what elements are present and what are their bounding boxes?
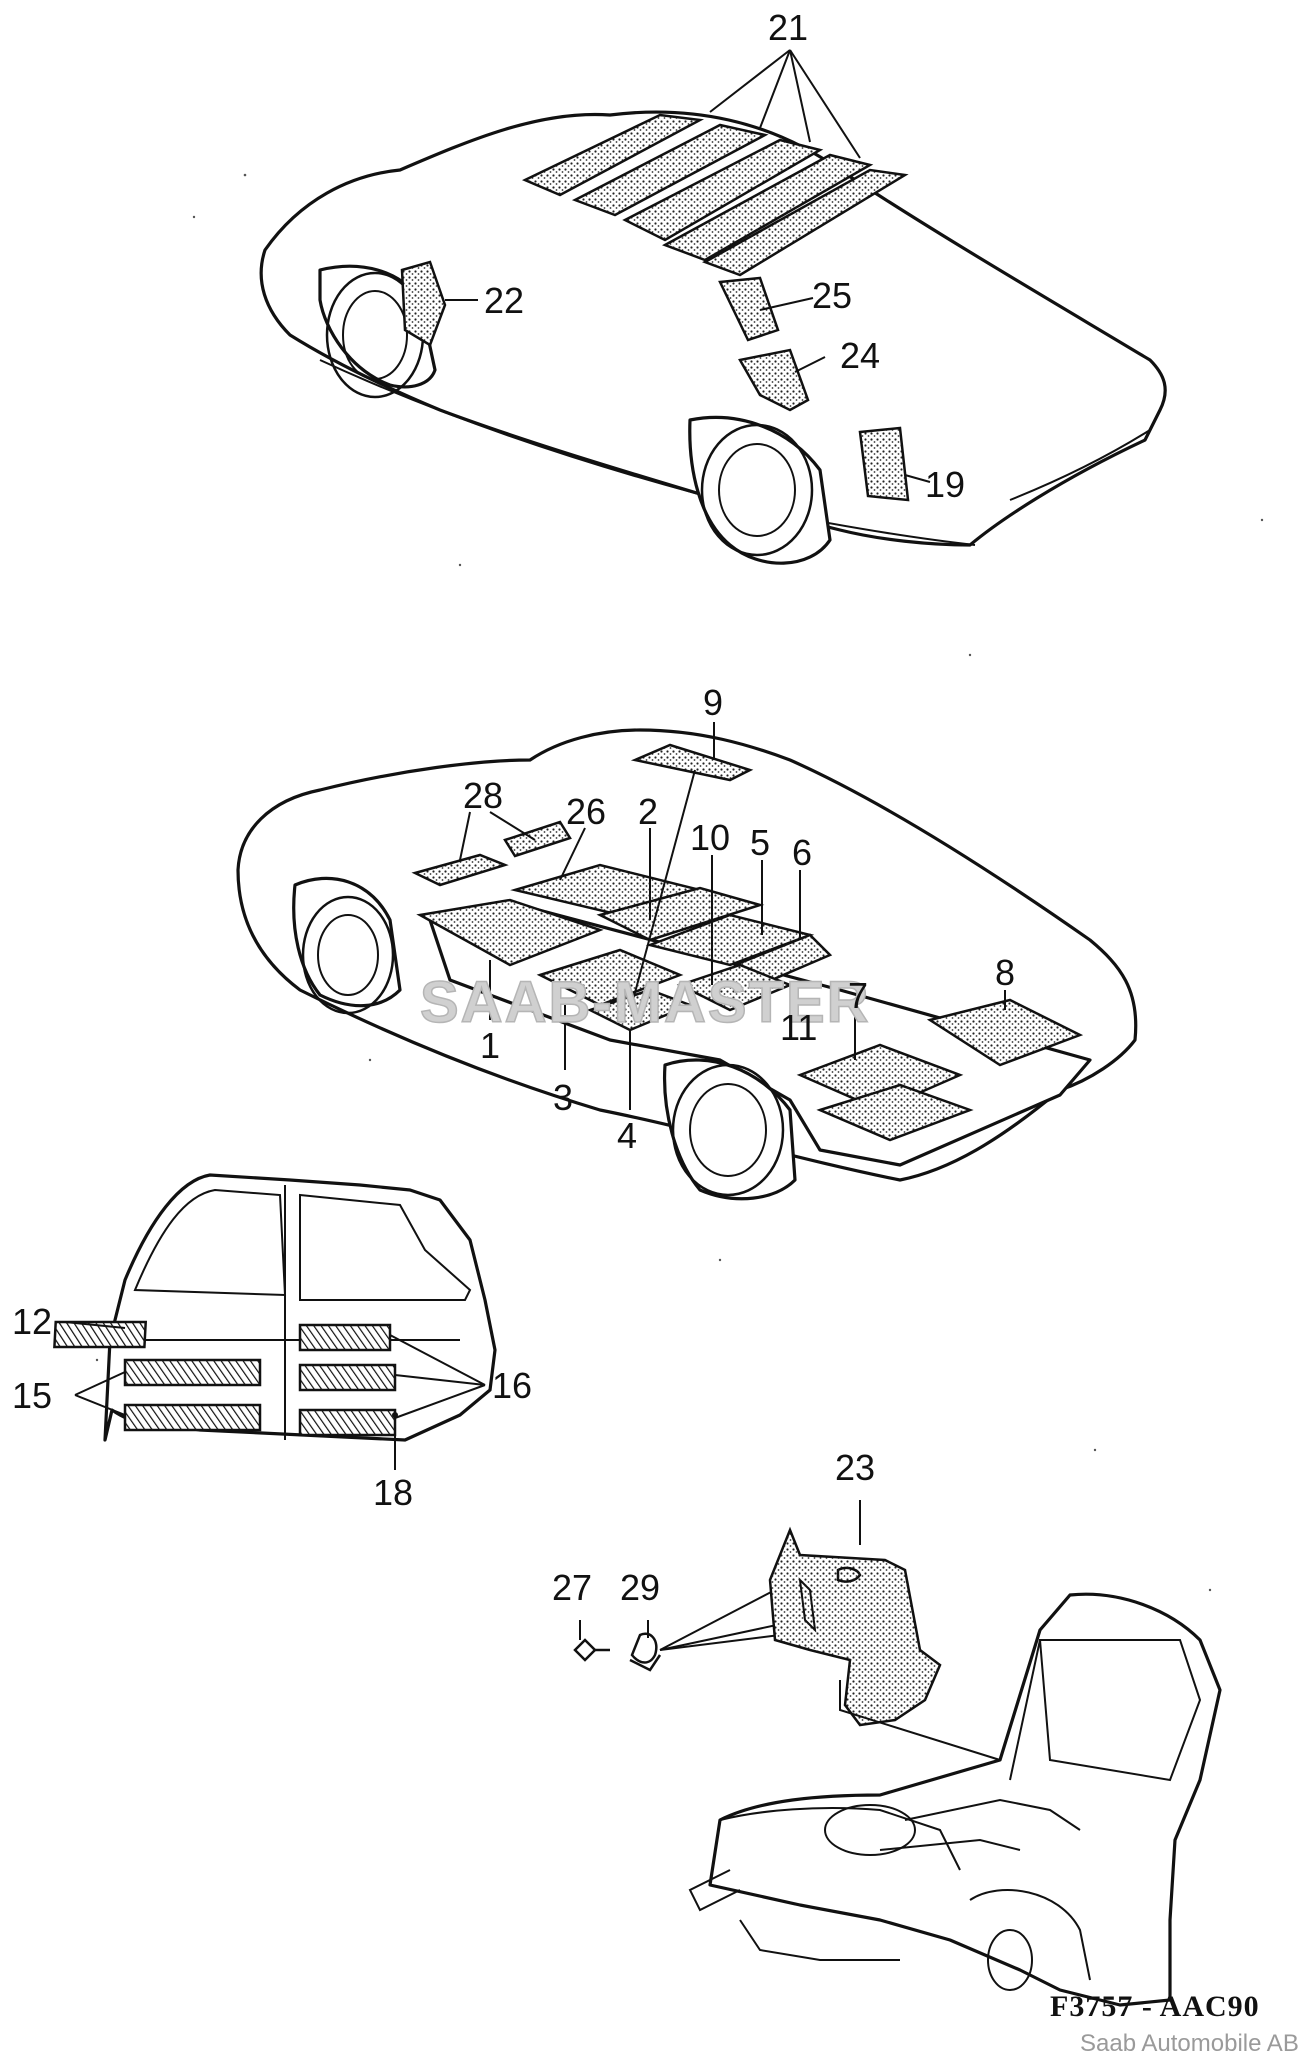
callout-9: 9	[703, 682, 723, 723]
leader-lines-doors	[64, 1321, 486, 1470]
callout-18: 18	[373, 1472, 413, 1513]
car-top-view-roof-pads	[259, 110, 1167, 565]
front-section-view	[688, 1500, 1222, 2007]
doors-view	[53, 1173, 497, 1442]
callout-4: 4	[617, 1115, 637, 1156]
figure-code: F3757 - AAC90	[1050, 1990, 1260, 2023]
copyright-text: Saab Automobile AB	[1080, 2030, 1299, 2057]
callout-6: 6	[792, 832, 812, 873]
callout-numbers: 21 22 25 24 19 9 28 26 2 10 5 6 1 3 4 11…	[12, 7, 1015, 1608]
callout-1: 1	[480, 1025, 500, 1066]
callout-28: 28	[463, 775, 503, 816]
car-middle-view-floor-pads	[236, 728, 1138, 1201]
leader-lines-middle	[459, 722, 1006, 1110]
callout-22: 22	[484, 280, 524, 321]
callout-26: 26	[566, 791, 606, 832]
scan-specks	[95, 173, 1264, 1592]
callout-16: 16	[492, 1365, 532, 1406]
callout-8: 8	[995, 952, 1015, 993]
callout-7: 7	[848, 975, 868, 1016]
callout-2: 2	[638, 791, 658, 832]
callout-11: 11	[780, 1007, 817, 1048]
callout-3: 3	[553, 1077, 573, 1118]
leader-lines-top	[445, 49, 931, 483]
callout-21: 21	[768, 7, 808, 48]
callout-5: 5	[750, 822, 770, 863]
callout-25: 25	[812, 275, 852, 316]
callout-12: 12	[12, 1301, 52, 1342]
callout-10: 10	[690, 817, 730, 858]
callout-19: 19	[925, 464, 965, 505]
callout-24: 24	[840, 335, 880, 376]
callout-15: 15	[12, 1375, 52, 1416]
callout-27: 27	[552, 1567, 592, 1608]
callout-29: 29	[620, 1567, 660, 1608]
callout-23: 23	[835, 1447, 875, 1488]
watermark: SAAB-MASTER	[420, 970, 871, 1035]
